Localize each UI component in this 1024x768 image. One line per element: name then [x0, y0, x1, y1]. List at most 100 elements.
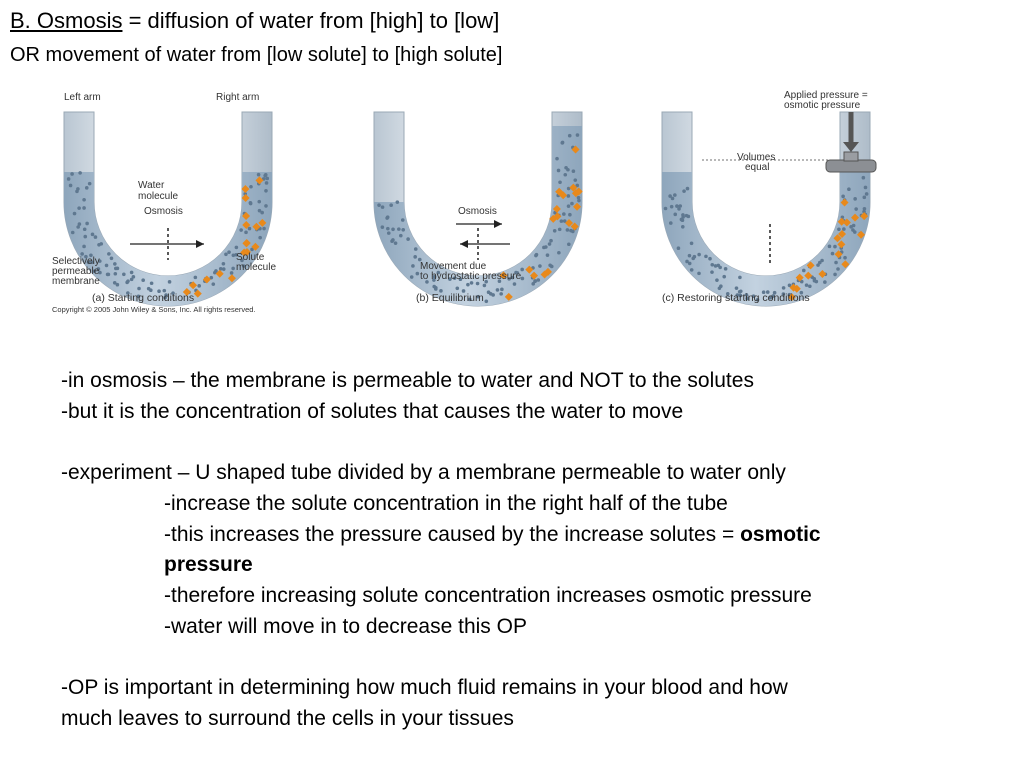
water-molecule-dot	[385, 216, 389, 220]
water-molecule-dot	[781, 286, 786, 290]
water-molecule-dot	[853, 197, 857, 201]
water-molecule-dot	[399, 233, 403, 238]
water-molecule-dot	[533, 279, 537, 284]
solute-molecule-dot	[851, 213, 860, 222]
water-molecule-dot	[82, 244, 86, 249]
water-molecule-dot	[87, 181, 92, 186]
water-molecule-dot	[575, 183, 580, 188]
water-molecule-dot	[227, 250, 231, 254]
water-molecule-dot	[250, 247, 254, 252]
movement-label-2: to hydrostatic pressure	[420, 271, 522, 282]
solute-molecule-dot	[504, 292, 513, 301]
water-molecule-dot	[862, 195, 867, 200]
water-molecule-dot	[744, 293, 749, 297]
water-molecule-dot	[862, 209, 866, 214]
water-molecule-dot	[411, 264, 415, 268]
water-molecule-dot	[436, 270, 441, 275]
water-molecule-dot	[126, 279, 130, 283]
water-molecule-dot	[836, 267, 840, 271]
water-molecule-label-1: Water	[138, 180, 165, 191]
water-molecule-dot	[458, 277, 463, 281]
water-molecule-dot	[264, 204, 268, 208]
water-molecule-dot	[816, 263, 820, 267]
water-molecule-dot	[737, 289, 742, 294]
water-molecule-dot	[391, 227, 395, 232]
water-molecule-dot	[570, 201, 574, 206]
solute-molecule-dot	[570, 222, 579, 231]
water-molecule-dot	[556, 168, 561, 173]
water-molecule-dot	[544, 245, 548, 249]
water-molecule-dot	[413, 255, 417, 259]
water-molecule-dot	[682, 189, 686, 193]
body-line-8: -water will move in to decrease this OP	[164, 614, 527, 638]
water-molecule-dot	[77, 206, 81, 210]
water-molecule-dot	[167, 280, 172, 284]
solute-molecule-dot	[255, 176, 264, 185]
water-molecule-dot	[86, 260, 91, 265]
water-molecule-dot	[386, 231, 391, 235]
solute-molecule-dot	[555, 187, 564, 196]
water-molecule-dot	[265, 176, 270, 181]
water-molecule-dot	[83, 234, 88, 239]
water-molecule-dot	[697, 271, 701, 276]
body-line-10: much leaves to surround the cells in you…	[61, 706, 514, 730]
solute-molecule-dot	[189, 281, 198, 290]
water-molecule-dot	[80, 252, 84, 256]
water-molecule-dot	[663, 206, 668, 211]
solute-molecule-dot	[242, 239, 251, 248]
water-molecule-dot	[680, 218, 685, 223]
solute-molecule-dot	[834, 250, 843, 259]
water-molecule-dot	[842, 227, 846, 231]
water-molecule-dot	[499, 292, 503, 296]
solute-molecule-dot	[540, 270, 549, 279]
spacer	[61, 642, 991, 673]
water-molecule-dot	[558, 180, 562, 185]
solute-molecule-dot	[571, 145, 580, 154]
water-molecule-dot	[497, 279, 502, 284]
water-molecule-dot	[745, 296, 749, 301]
panel-b-caption: (b) Equilibrium	[416, 292, 484, 304]
panel-c-water-molecules	[663, 175, 869, 302]
water-molecule-dot	[98, 270, 102, 275]
panel-a-solute-molecules	[182, 176, 267, 298]
right-arm-label: Right arm	[216, 92, 259, 103]
water-molecule-dot	[425, 280, 429, 284]
water-molecule-dot	[107, 252, 111, 256]
solute-molecule-dot	[787, 293, 796, 302]
water-molecule-dot	[97, 259, 102, 263]
body-line-1: -in osmosis – the membrane is permeable …	[61, 369, 754, 392]
water-molecule-dot	[555, 156, 559, 161]
body-line-3: -experiment – U shaped tube divided by a…	[61, 461, 786, 485]
solute-molecule-dot	[530, 271, 539, 280]
water-molecule-dot	[380, 205, 385, 209]
membrane-label-1: Selectively	[52, 256, 100, 267]
water-molecule-dot	[738, 293, 743, 298]
water-molecule-dot	[432, 274, 437, 279]
water-molecule-dot	[157, 289, 161, 294]
water-molecule-dot	[687, 253, 692, 258]
water-molecule-dot	[849, 225, 853, 229]
panel-c-caption: (c) Restoring starting conditions	[662, 292, 810, 304]
panel-a: Left arm Right arm Water molecule Osmosi…	[52, 92, 276, 314]
water-molecule-dot	[575, 133, 580, 137]
water-molecule-dot	[520, 267, 524, 272]
water-molecule-dot	[224, 252, 228, 257]
water-molecule-dot	[669, 204, 674, 209]
water-molecule-dot	[799, 279, 804, 284]
body-line-2: -but it is the concentration of solutes …	[61, 399, 684, 423]
water-molecule-dot	[213, 270, 217, 275]
water-molecule-dot	[787, 283, 792, 288]
water-molecule-dot	[573, 178, 578, 182]
water-molecule-dot	[466, 282, 470, 287]
solute-molecule-dot	[242, 247, 251, 256]
water-molecule-dot	[113, 266, 118, 271]
water-molecule-dot	[129, 270, 134, 275]
water-molecule-dot	[673, 212, 678, 217]
water-molecule-dot	[417, 257, 422, 262]
water-molecule-dot	[552, 228, 557, 233]
water-molecule-dot	[812, 278, 817, 283]
applied-pressure-label-2: osmotic pressure	[784, 100, 861, 111]
water-molecule-dot	[231, 253, 236, 258]
water-molecule-dot	[115, 282, 120, 287]
water-molecule-dot	[452, 276, 457, 280]
